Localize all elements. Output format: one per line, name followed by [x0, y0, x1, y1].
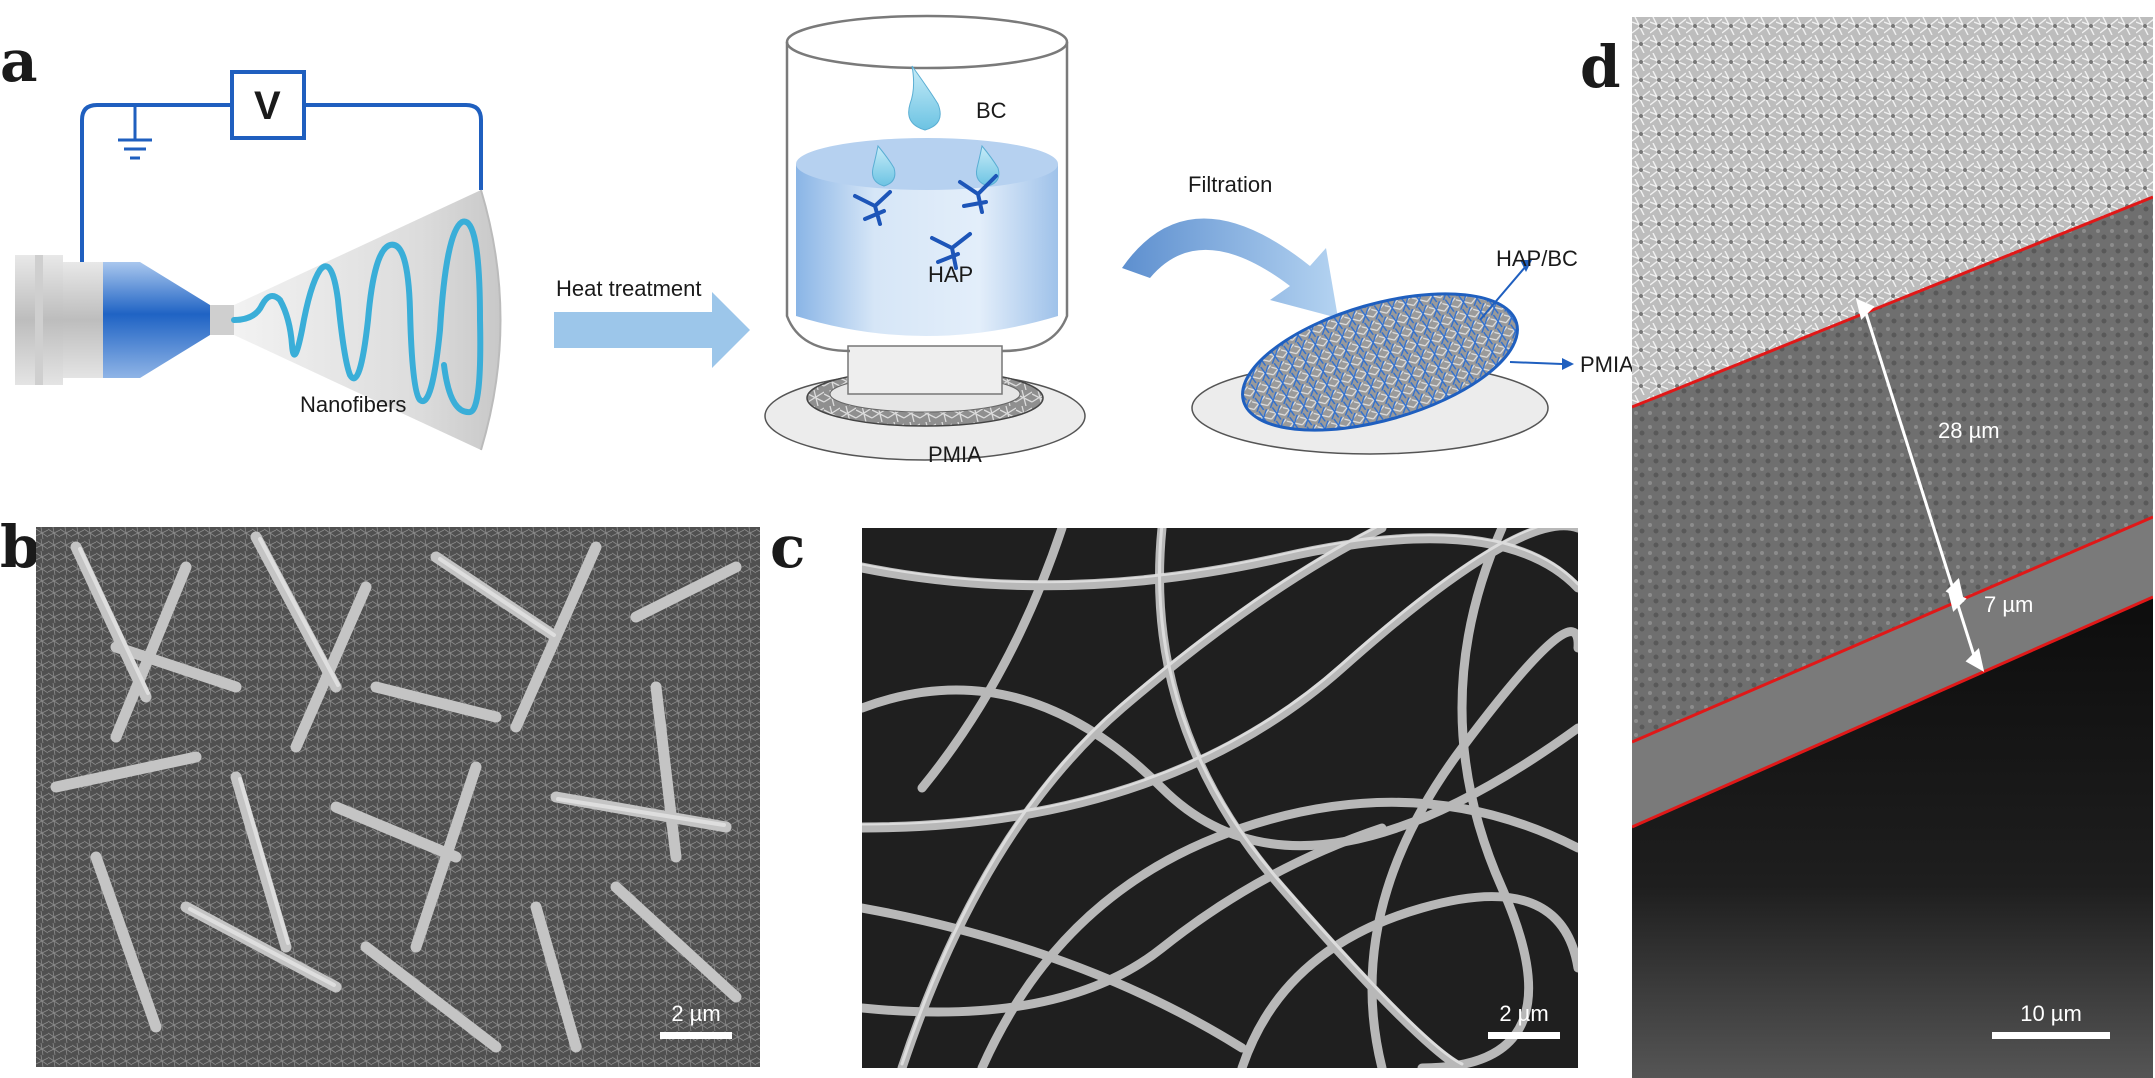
heat-treatment-label: Heat treatment: [556, 276, 702, 301]
voltage-label: V: [254, 84, 281, 128]
composite-membrane: [1191, 260, 1574, 455]
circuit-wire: [80, 103, 483, 262]
electrospinning-setup: [15, 70, 502, 451]
pmia-beaker-label: PMIA: [928, 442, 982, 467]
scale-bar-d: 10 µm: [1992, 995, 2110, 1039]
thickness-label-bottom: 7 µm: [1984, 592, 2034, 617]
sem-image-c: [862, 528, 1578, 1068]
heat-treatment-arrow: [554, 292, 750, 368]
filtration-label: Filtration: [1188, 172, 1273, 197]
scale-bar-c: 2 µm: [1488, 995, 1560, 1039]
bc-label: BC: [976, 98, 1007, 123]
filtration-arrow: [1122, 218, 1338, 318]
thickness-label-top: 28 µm: [1938, 418, 2000, 443]
scale-bar-c-label: 2 µm: [1499, 1001, 1549, 1026]
panel-letter-c: c: [770, 513, 806, 581]
hap-label: HAP: [928, 262, 974, 287]
scale-bar-b: 2 µm: [660, 995, 732, 1039]
filtration-beaker: [764, 14, 1086, 461]
sem-image-d: [1632, 17, 2153, 1078]
panel-letter-b: b: [0, 513, 41, 581]
scale-bar-d-label: 10 µm: [2020, 1001, 2082, 1026]
hapbc-label: HAP/BC: [1496, 246, 1578, 271]
nanofibers-label: Nanofibers: [300, 392, 407, 417]
scale-bar-b-label: 2 µm: [671, 1001, 721, 1026]
voltage-source-box: [230, 70, 306, 140]
sem-image-b: [36, 527, 760, 1067]
nanofiber-spiral: [231, 218, 484, 416]
panel-letter-d: d: [1580, 33, 1621, 101]
panel-letter-a: a: [0, 27, 38, 95]
ground-icon: [118, 105, 152, 160]
pmia-membrane-label: PMIA: [1580, 352, 1634, 377]
panel-a: a: [0, 0, 1634, 480]
hap-particle-icon: [853, 174, 998, 270]
